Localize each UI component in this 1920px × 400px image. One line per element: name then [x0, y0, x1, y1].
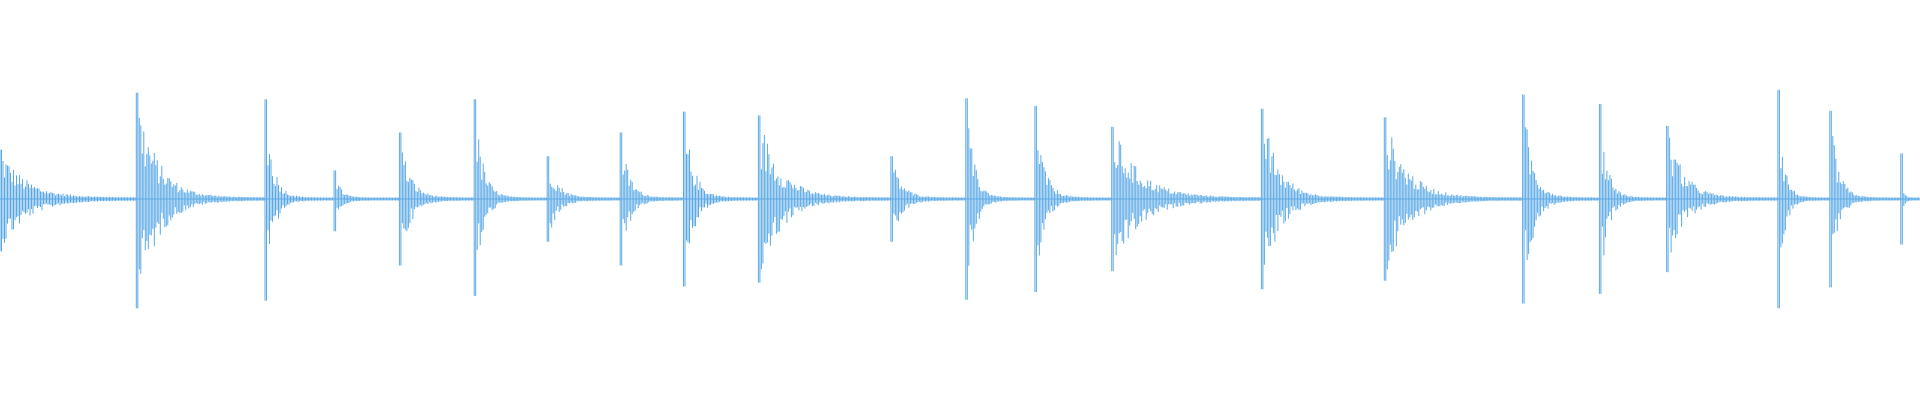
waveform-container — [0, 89, 1920, 309]
audio-waveform — [0, 89, 1920, 309]
